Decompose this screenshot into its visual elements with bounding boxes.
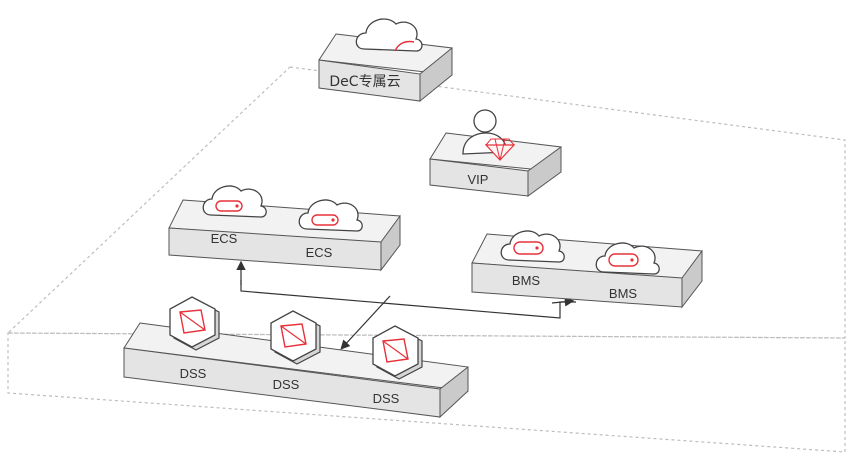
dec-node: DeC专属云 xyxy=(318,18,453,103)
storage-hexagon-icon xyxy=(169,296,220,351)
bms-label: BMS xyxy=(512,273,541,288)
dec-label: DeC专属云 xyxy=(329,74,400,90)
vip-label: VIP xyxy=(468,172,489,187)
bms-node-1: BMS xyxy=(500,230,565,288)
dss-label: DSS xyxy=(273,377,300,392)
cloud-server-icon xyxy=(202,185,267,218)
dss-node-3: DSS xyxy=(372,325,423,406)
ecs-node-2: ECS xyxy=(298,199,363,260)
dss-label: DSS xyxy=(180,366,207,381)
connection-lines xyxy=(236,260,576,350)
vip-user-icon xyxy=(462,109,516,161)
ecs-label: ECS xyxy=(306,245,333,260)
ecs-node-1: ECS xyxy=(202,185,267,246)
dec-boundary-platform xyxy=(6,66,846,453)
cloud-server-icon xyxy=(298,199,363,232)
dss-node-1: DSS xyxy=(169,296,220,381)
bms-label: BMS xyxy=(609,286,638,301)
ecs-group: ECS ECS xyxy=(168,185,401,272)
storage-hexagon-icon xyxy=(372,325,423,380)
dss-label: DSS xyxy=(373,391,400,406)
cloud-server-icon xyxy=(595,242,660,275)
bms-group: BMS BMS xyxy=(471,230,703,309)
ecs-label: ECS xyxy=(211,231,238,246)
storage-hexagon-icon xyxy=(270,310,321,365)
cloud-icon xyxy=(355,18,423,52)
dss-group: DSS DSS DSS xyxy=(123,296,469,419)
bms-node-2: BMS xyxy=(595,242,660,301)
cloud-server-icon xyxy=(500,230,565,263)
vip-node: VIP xyxy=(429,109,562,197)
dss-node-2: DSS xyxy=(270,310,321,392)
